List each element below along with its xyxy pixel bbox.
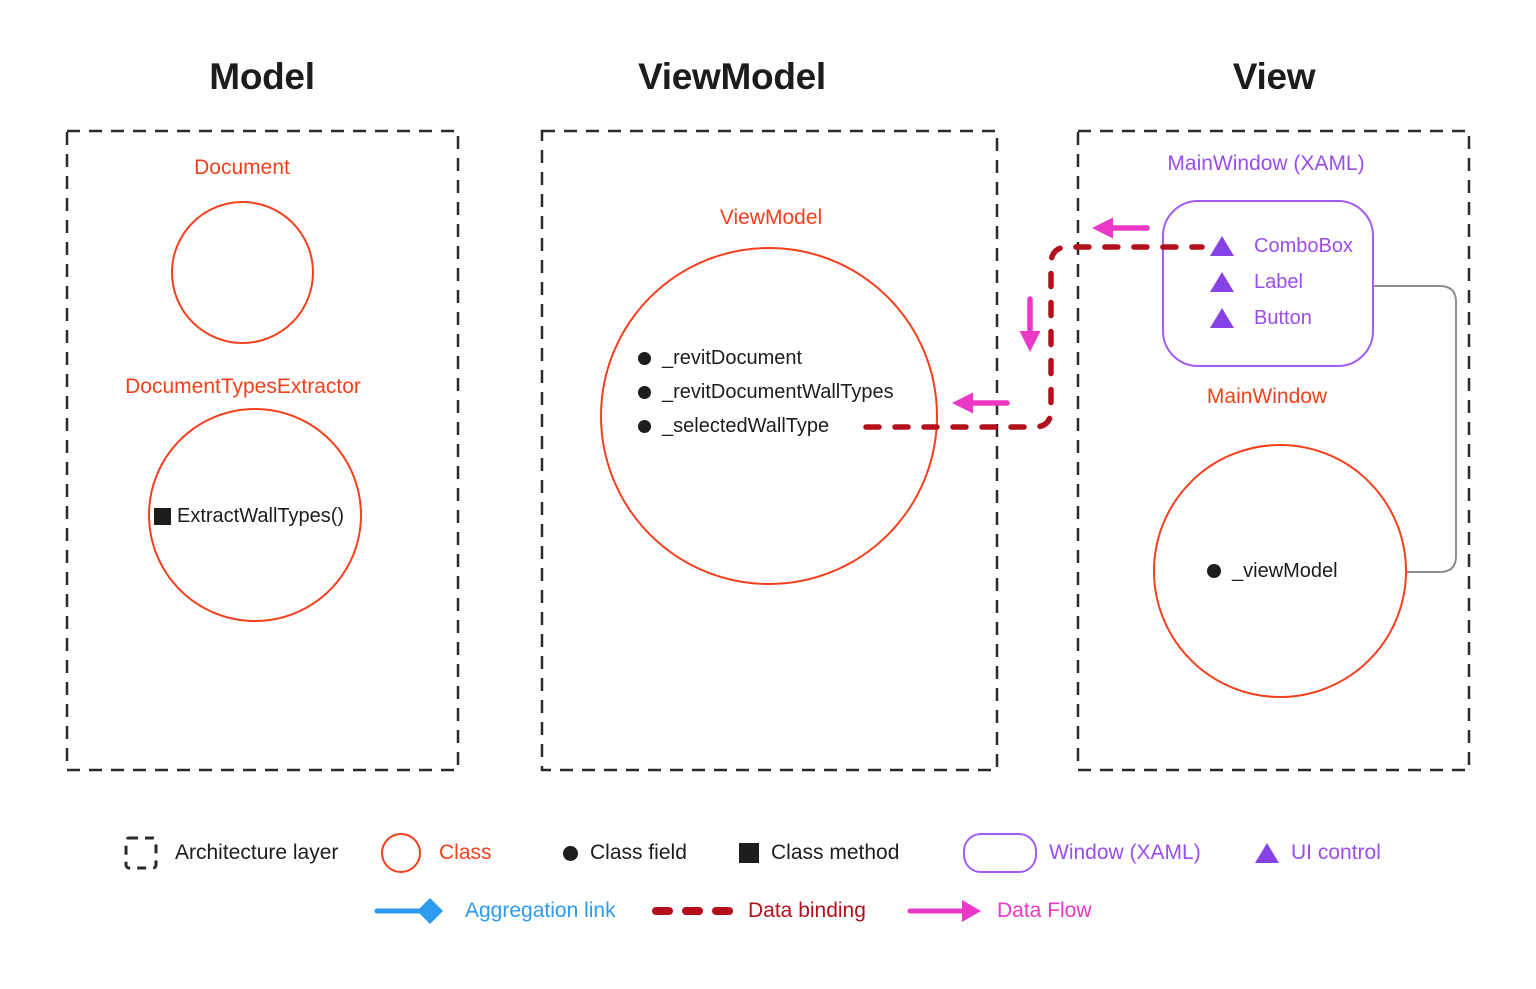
class-field-icon	[638, 419, 651, 433]
extractor-method-label: ExtractWallTypes()	[177, 505, 345, 527]
ui-control-icon	[1255, 843, 1279, 863]
ui-control-icon	[1210, 308, 1234, 328]
field-revit-document: _revitDocument	[662, 347, 803, 369]
legend-architecture-layer-label: Architecture layer	[175, 841, 339, 864]
model-column-title: Model	[209, 56, 315, 97]
field-selected-wall-type: _selectedWallType	[662, 415, 830, 437]
class-field-icon	[563, 845, 578, 861]
document-class-circle	[171, 201, 314, 344]
legend-data-flow-label: Data Flow	[997, 899, 1092, 922]
legend-class-field: Class field	[563, 831, 687, 875]
button-control-label: Button	[1254, 307, 1312, 329]
legend-data-binding: Data binding	[652, 889, 866, 933]
xaml-controls-list: ComboBox Label Button	[1210, 234, 1353, 330]
architecture-layer-icon	[124, 836, 158, 870]
field-view-model: _viewModel	[1232, 560, 1338, 582]
class-field-icon	[638, 351, 651, 365]
mainwindow-class-label: MainWindow	[1206, 385, 1328, 408]
combobox-label: ComboBox	[1254, 235, 1353, 257]
legend-architecture-layer: Architecture layer	[124, 831, 338, 875]
viewmodel-field-row: _selectedWallType	[638, 414, 894, 438]
class-field-icon	[638, 385, 651, 399]
viewmodel-field-row: _revitDocumentWallTypes	[638, 380, 894, 404]
xaml-control-row: ComboBox	[1210, 234, 1353, 258]
legend-class-field-label: Class field	[590, 841, 687, 864]
xaml-control-row: Button	[1210, 306, 1353, 330]
legend-class: Class	[381, 831, 492, 875]
class-method-icon	[739, 843, 759, 863]
aggregation-link-icon	[374, 898, 443, 924]
extractor-class-label: DocumentTypesExtractor	[125, 375, 361, 398]
legend-class-method: Class method	[739, 831, 899, 875]
data-flow-arrow-top	[1092, 217, 1150, 239]
viewmodel-fields-list: _revitDocument _revitDocumentWallTypes _…	[638, 346, 894, 438]
legend-aggregation-link-label: Aggregation link	[465, 899, 616, 922]
legend-class-method-label: Class method	[771, 841, 900, 864]
legend-data-binding-label: Data binding	[748, 899, 866, 922]
class-icon	[381, 833, 421, 873]
data-flow-arrow-left	[952, 392, 1010, 414]
legend-aggregation-link: Aggregation link	[374, 889, 616, 933]
xaml-control-row: Label	[1210, 270, 1353, 294]
label-control-label: Label	[1254, 271, 1303, 293]
data-flow-arrow-down	[1019, 296, 1041, 352]
view-column-title: View	[1232, 56, 1316, 97]
legend-window-xaml-label: Window (XAML)	[1049, 841, 1201, 864]
document-class-label: Document	[194, 156, 290, 179]
ui-control-icon	[1210, 236, 1234, 256]
mainwindow-field-row: _viewModel	[1207, 559, 1338, 583]
viewmodel-class-label: ViewModel	[719, 206, 823, 229]
data-flow-icon	[907, 900, 981, 922]
legend-class-label: Class	[439, 841, 492, 864]
viewmodel-field-row: _revitDocument	[638, 346, 894, 370]
window-xaml-icon	[963, 833, 1037, 873]
mainwindow-xaml-label: MainWindow (XAML)	[1167, 152, 1365, 175]
legend-ui-control: UI control	[1255, 831, 1381, 875]
data-binding-icon	[652, 907, 733, 915]
class-method-icon	[154, 507, 171, 525]
class-field-icon	[1207, 564, 1221, 578]
legend-ui-control-label: UI control	[1291, 841, 1381, 864]
extractor-method-row: ExtractWallTypes()	[154, 504, 344, 528]
ui-control-icon	[1210, 272, 1234, 292]
legend-data-flow: Data Flow	[907, 889, 1092, 933]
legend-window-xaml: Window (XAML)	[963, 831, 1201, 875]
field-revit-document-wall-types: _revitDocumentWallTypes	[662, 381, 894, 403]
viewmodel-column-title: ViewModel	[638, 56, 826, 97]
